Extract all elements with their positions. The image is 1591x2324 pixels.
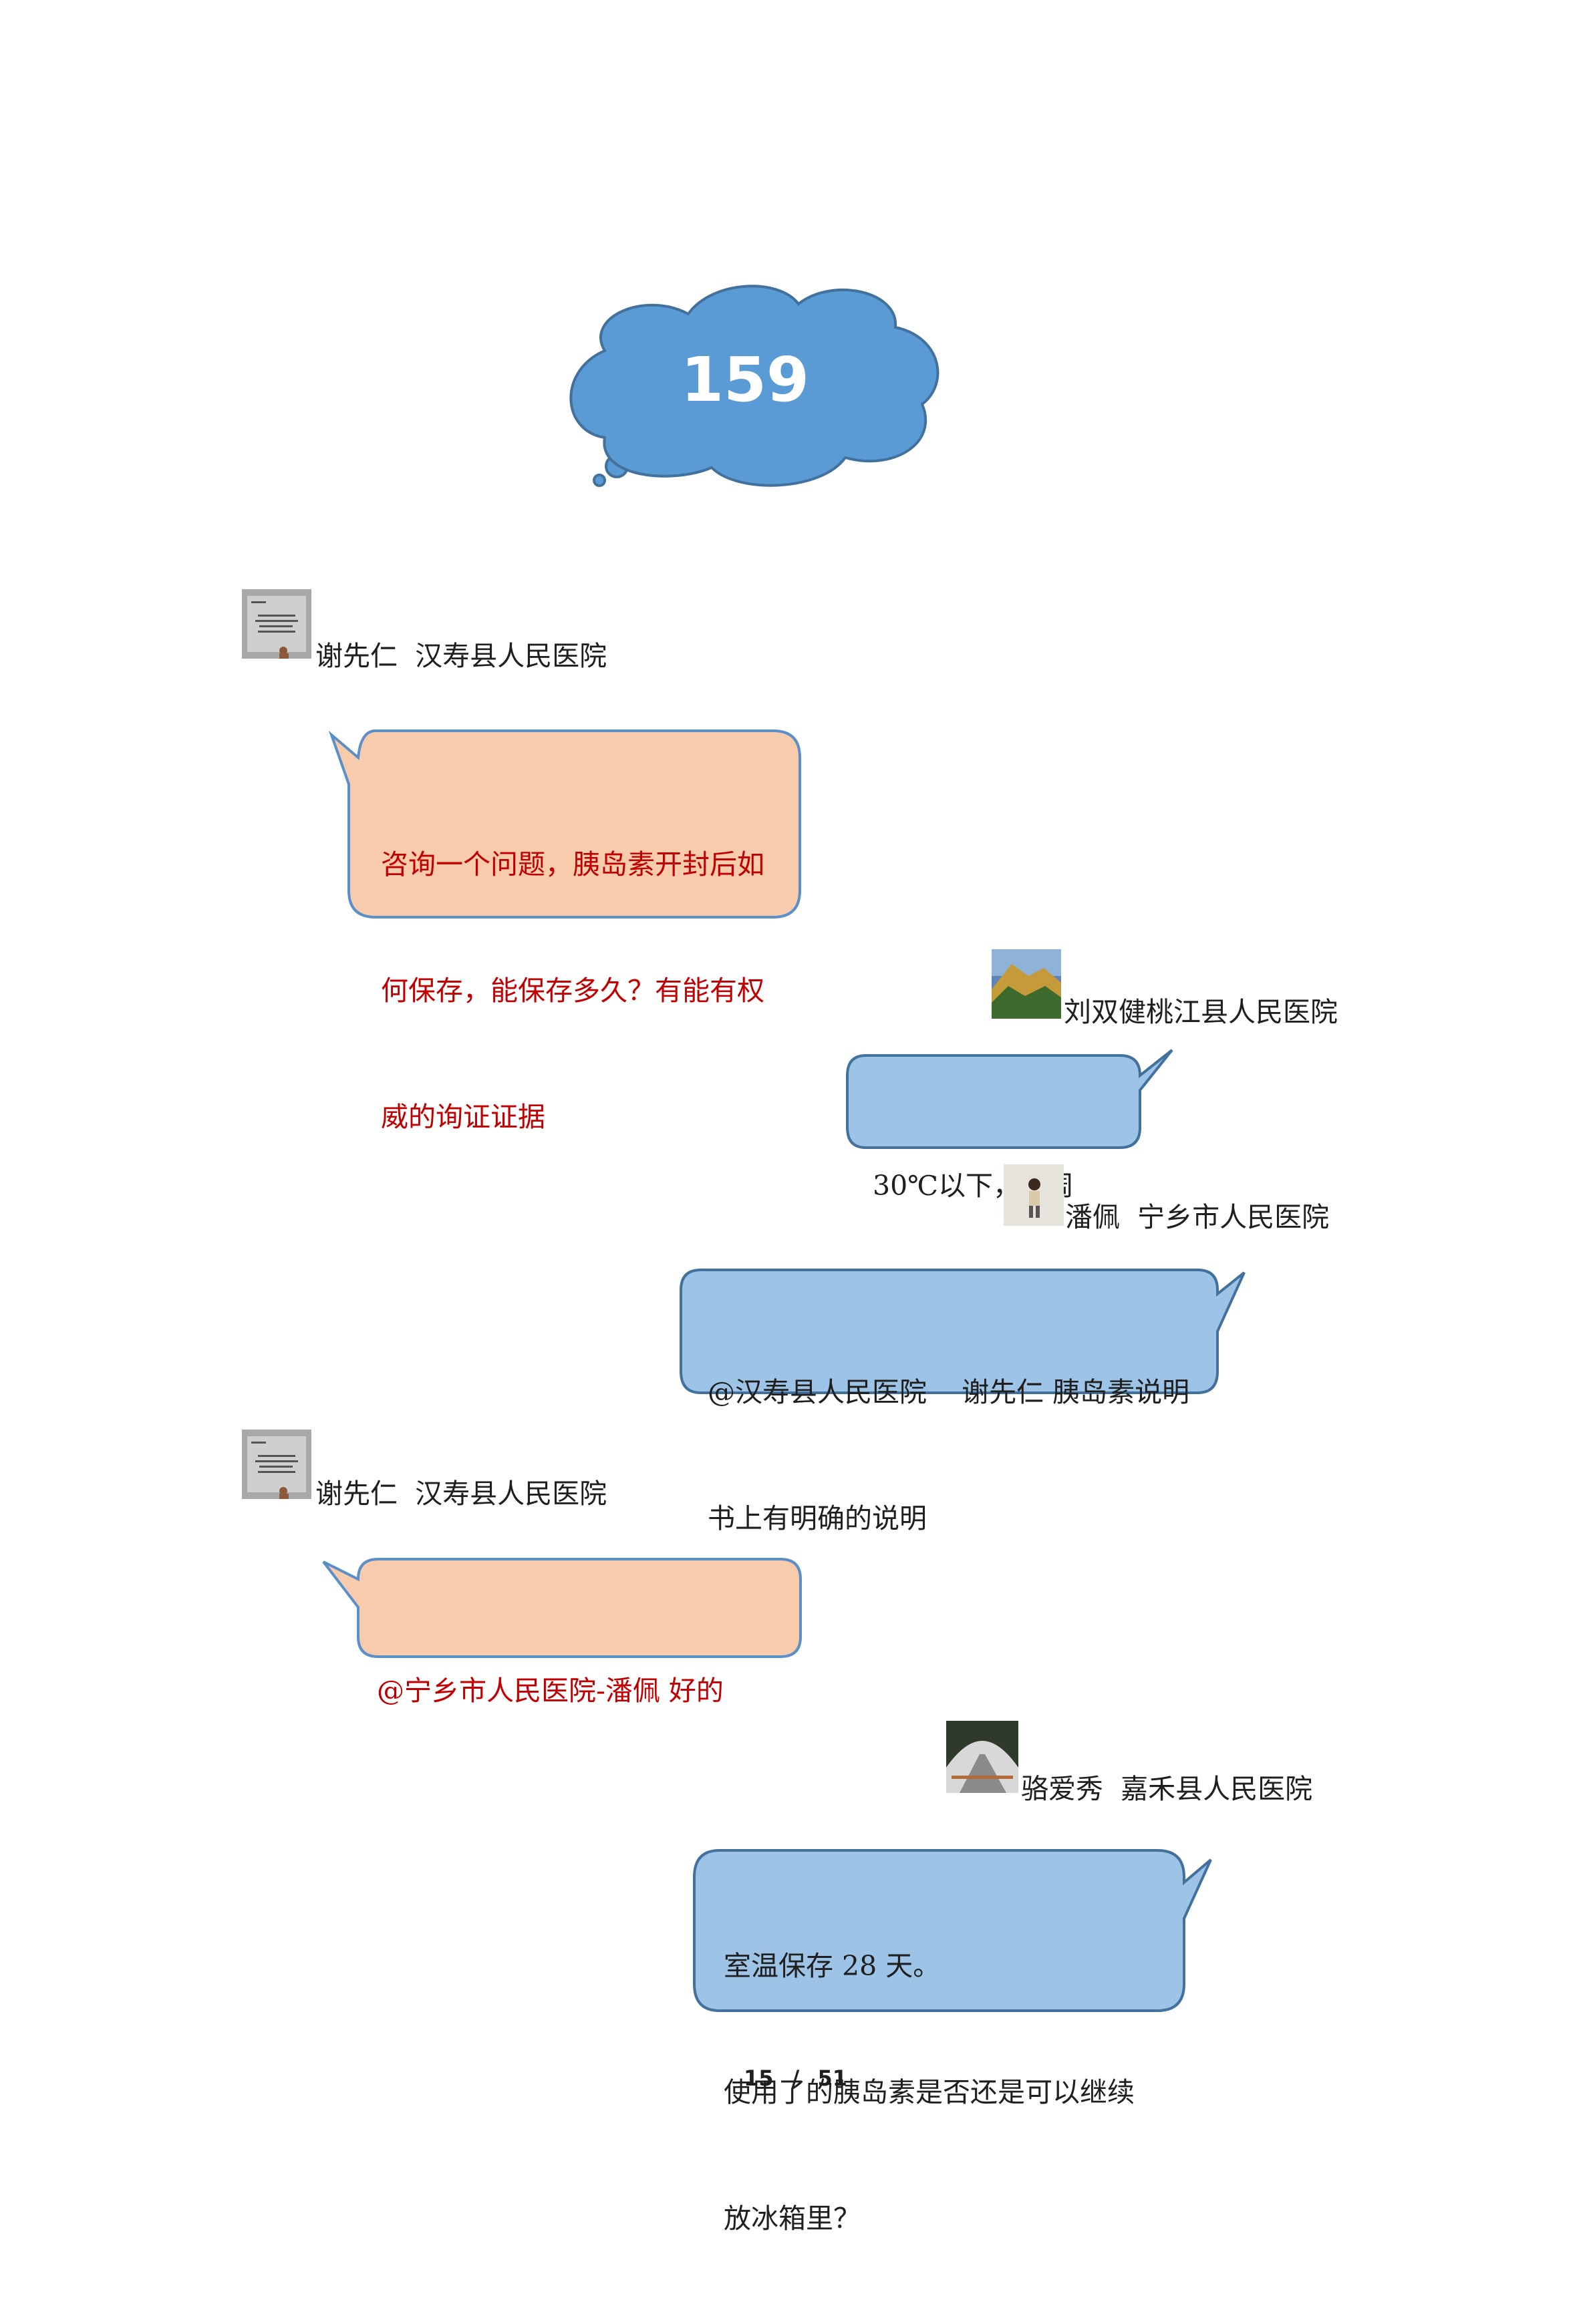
document-photo-avatar (242, 1430, 311, 1499)
child-photo-avatar (1004, 1164, 1064, 1226)
sender-name: 谢先仁 汉寿县人民医院 (315, 640, 607, 672)
message-line: 咨询一个问题，胰岛素开封后如 (381, 848, 764, 880)
page-total: 51 (817, 2065, 848, 2091)
message-bubble: 咨询一个问题，胰岛素开封后如 何保存，能保存多久？有能有权 威的询证证据 (327, 729, 805, 1133)
message-line: 使用了的胰岛素是否还是可以继续 (724, 2076, 1135, 2108)
message-line: 室温保存 28 天。 (724, 1950, 941, 1982)
message-line: @宁乡市人民医院-潘佩 好的 (377, 1675, 724, 1707)
message-bubble: 30℃以下，4 周 (846, 1049, 1177, 1202)
sender-name: 骆爱秀 嘉禾县人民医院 (1021, 1773, 1313, 1805)
page-current: 15 (743, 2065, 774, 2091)
document-photo-icon (242, 589, 311, 659)
cloud-callout (569, 285, 939, 487)
mountain-landscape-avatar (992, 949, 1061, 1019)
message-line: 书上有明确的说明 (708, 1502, 927, 1534)
sender-name: 谢先仁 汉寿县人民医院 (315, 1478, 607, 1510)
sender-name: 刘双健桃江县人民医院 (1064, 996, 1338, 1028)
document-photo-icon (242, 1430, 311, 1499)
mountain-icon (992, 949, 1061, 1019)
message-line: 何保存，能保存多久？有能有权 (381, 975, 764, 1007)
page-separator: / (791, 2065, 800, 2091)
message-line: 威的询证证据 (381, 1101, 545, 1133)
message-line: @汉寿县人民医院 谢先仁 胰岛素说明 (708, 1376, 1190, 1408)
thread-number: 159 (680, 344, 810, 416)
child-photo-icon (1004, 1164, 1064, 1226)
message-bubble: 室温保存 28 天。 使用了的胰岛素是否还是可以继续 放冰箱里？ (693, 1844, 1214, 2234)
document-photo-avatar (242, 589, 311, 659)
road-tunnel-icon (946, 1721, 1018, 1793)
road-tunnel-avatar (946, 1721, 1018, 1793)
sender-name: 潘佩 宁乡市人民医院 (1065, 1201, 1330, 1233)
message-bubble: @汉寿县人民医院 谢先仁 胰岛素说明 书上有明确的说明 (680, 1265, 1248, 1534)
message-line: 放冰箱里？ (724, 2202, 861, 2234)
page-number: 15 / 51 (0, 2065, 1591, 2091)
message-bubble: @宁乡市人民医院-潘佩 好的 (319, 1556, 807, 1707)
